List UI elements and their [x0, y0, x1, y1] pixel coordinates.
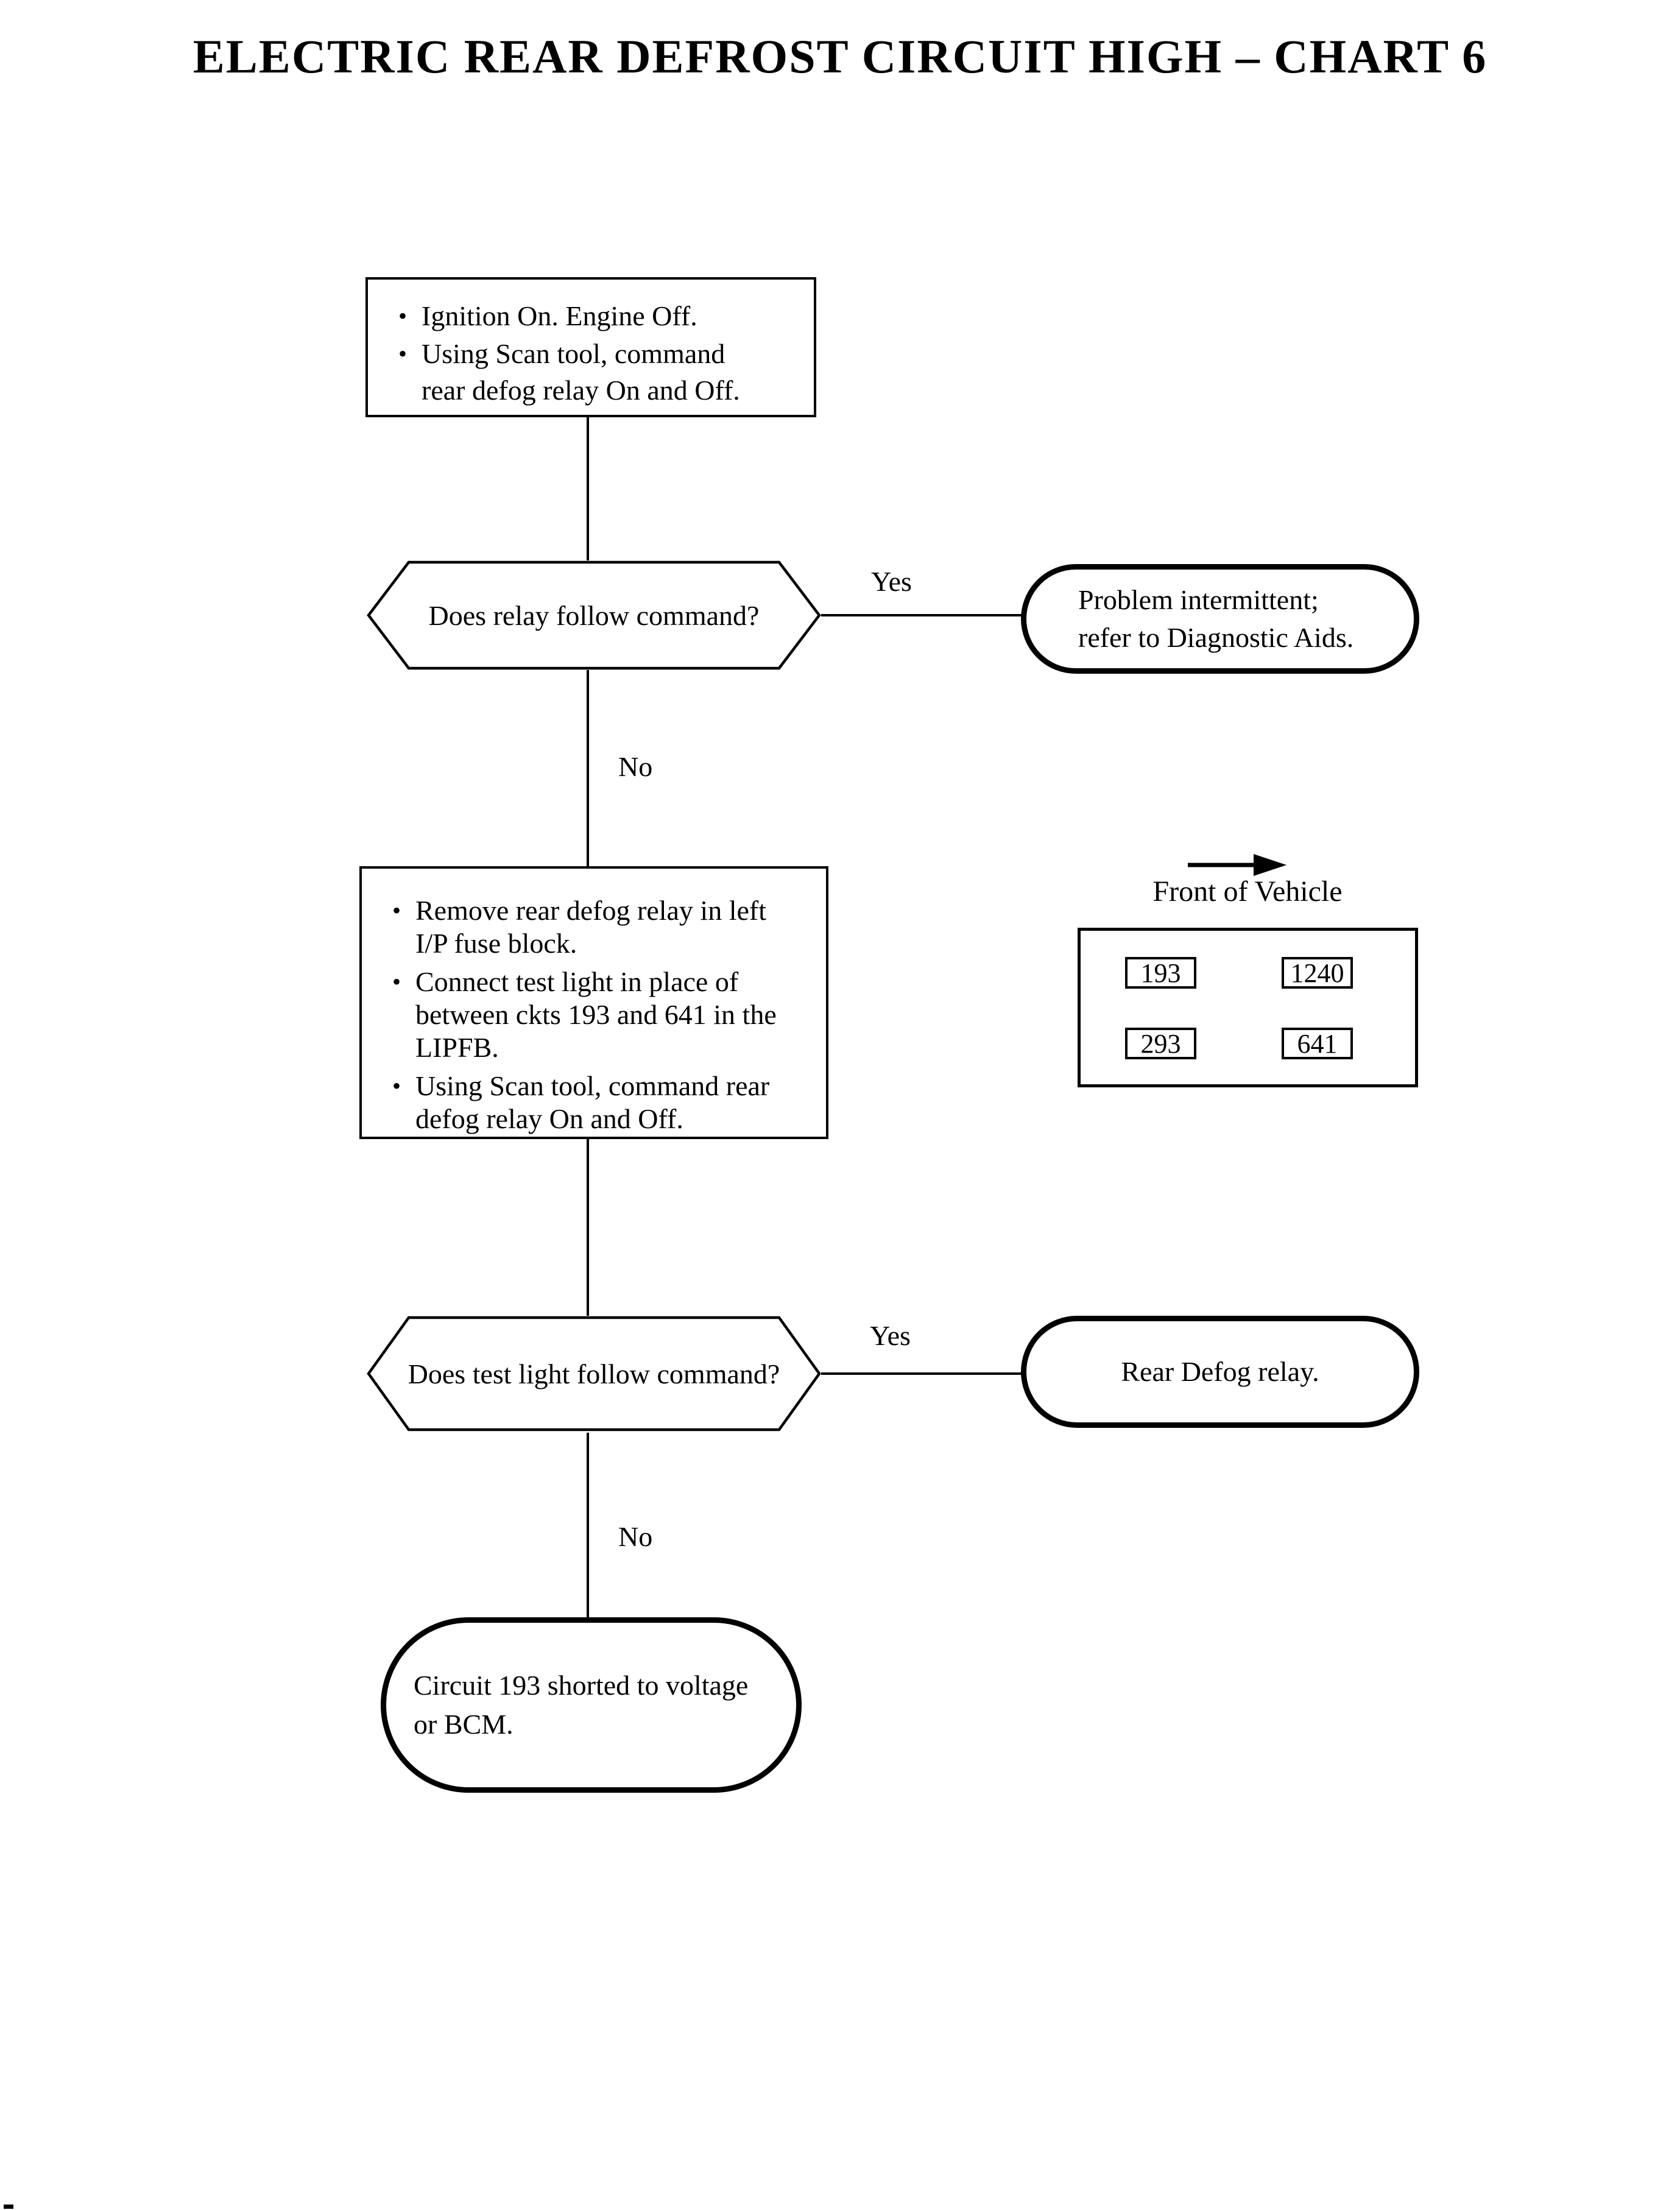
connector-line — [821, 1372, 1022, 1375]
terminator-text: refer to Diagnostic Aids. — [1078, 622, 1354, 653]
pin-box-293: 293 — [1125, 1028, 1196, 1059]
bullet-marker: • — [392, 968, 401, 995]
step-text: Using Scan tool, command rear — [415, 1070, 770, 1101]
front-of-vehicle-label: Front of Vehicle — [1152, 875, 1343, 908]
step-text: Ignition On. Engine Off. — [422, 300, 697, 331]
relay-pinout-box: 193 1240 293 641 — [1078, 928, 1418, 1087]
terminator-intermittent: Problem intermittent; refer to Diagnosti… — [1021, 564, 1419, 674]
bullet-item: • Ignition On. Engine Off. — [384, 298, 808, 334]
bullet-item: • Connect test light in place of between… — [378, 966, 822, 1064]
terminator-text: Problem intermittent; — [1078, 584, 1319, 615]
bullet-item: • Remove rear defog relay in left I/P fu… — [378, 894, 822, 960]
pin-label: 193 — [1140, 958, 1181, 988]
bullet-marker: • — [392, 897, 401, 924]
terminator-text: or BCM. — [414, 1709, 514, 1740]
step-text: Using Scan tool, command — [422, 338, 725, 369]
decision-1: Does relay follow command? — [367, 560, 821, 670]
pin-box-641: 641 — [1282, 1028, 1353, 1059]
step-text: LIPFB. — [415, 1032, 499, 1063]
connector-line — [587, 1139, 589, 1316]
step-text: defog relay On and Off. — [415, 1103, 683, 1134]
bullet-marker: • — [392, 1072, 401, 1100]
connector-line — [821, 614, 1022, 616]
decision-2: Does test light follow command? — [367, 1316, 821, 1432]
process-box-test-light: • Remove rear defog relay in left I/P fu… — [359, 866, 828, 1139]
edge-label-no-1: No — [618, 751, 653, 782]
pin-label: 293 — [1140, 1028, 1181, 1059]
step-text: between ckts 193 and 641 in the — [415, 999, 777, 1030]
page-title: ELECTRIC REAR DEFROST CIRCUIT HIGH – CHA… — [192, 30, 1488, 83]
connector-line — [587, 670, 589, 866]
bullet-marker: • — [398, 340, 408, 367]
edge-label-no-2: No — [618, 1521, 653, 1552]
hexagon-shape — [367, 560, 821, 670]
edge-label-yes-1: Yes — [871, 566, 912, 597]
pin-box-193: 193 — [1125, 957, 1196, 989]
front-of-vehicle-arrow-icon — [1188, 854, 1286, 876]
step-text: rear defog relay On and Off. — [422, 375, 740, 406]
connector-line — [587, 417, 589, 560]
decision-1-question: Does relay follow command? — [428, 599, 760, 631]
terminator-text: Rear Defog relay. — [1121, 1356, 1319, 1387]
pin-box-1240: 1240 — [1282, 957, 1353, 989]
terminator-rear-defog-relay: Rear Defog relay. — [1021, 1316, 1419, 1428]
decision-2-question: Does test light follow command? — [408, 1358, 780, 1389]
process-box-start: • Ignition On. Engine Off. • Using Scan … — [365, 277, 816, 417]
bullet-item: • Using Scan tool, command rear defog re… — [384, 336, 808, 409]
hexagon-shape — [367, 1316, 821, 1432]
connector-line — [587, 1433, 589, 1617]
pin-label: 1240 — [1290, 958, 1344, 988]
terminator-text: Circuit 193 shorted to voltage — [414, 1670, 749, 1701]
step-text: I/P fuse block. — [415, 928, 577, 959]
pin-label: 641 — [1297, 1028, 1338, 1059]
scan-artifact — [4, 2205, 13, 2209]
bullet-item: • Using Scan tool, command rear defog re… — [378, 1070, 822, 1135]
step-text: Remove rear defog relay in left — [415, 895, 767, 926]
step-text: Connect test light in place of — [415, 966, 739, 997]
edge-label-yes-2: Yes — [870, 1320, 911, 1351]
terminator-circuit-shorted: Circuit 193 shorted to voltage or BCM. — [381, 1617, 802, 1793]
bullet-marker: • — [398, 302, 408, 330]
